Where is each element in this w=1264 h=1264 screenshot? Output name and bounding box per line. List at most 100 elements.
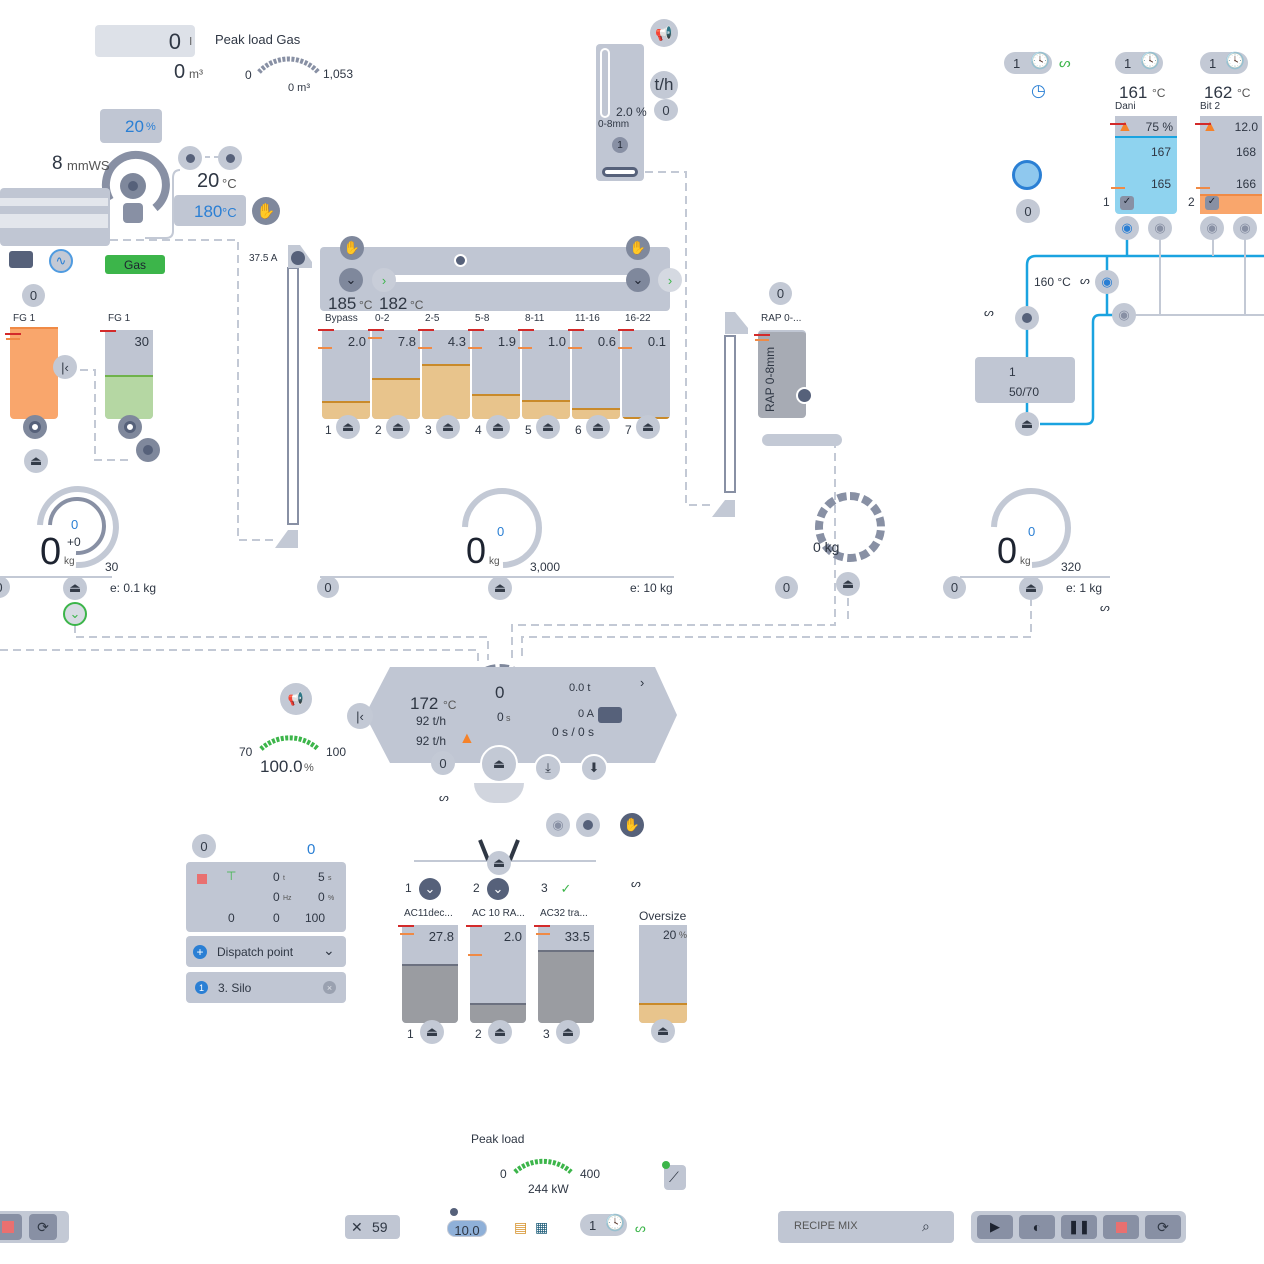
filler-scale-discharge[interactable]: ⏏ [63,576,87,600]
burner-setpoint-field[interactable]: 180 °C [174,195,246,226]
silo-discharge[interactable]: ⏏ [420,1020,444,1044]
bit-scale-left-btn[interactable]: 0 [943,576,966,599]
bitumen-clock-pill[interactable]: 1 🕓 [1004,52,1052,74]
silo-valve-1[interactable]: ◉ [546,813,570,837]
screen-next-icon[interactable]: › [658,268,682,292]
screen-chevron-icon[interactable]: ⌄ [626,268,650,292]
oversize-discharge[interactable]: ⏏ [651,1019,675,1043]
rap-vibrator[interactable] [796,387,813,404]
bin-discharge[interactable]: ⏏ [386,415,410,439]
report-icon[interactable]: ▤ [514,1219,528,1235]
oversize-bin[interactable]: 20 % [639,925,687,1023]
bit-scale-discharge[interactable]: ⏏ [1019,576,1043,600]
download-circle-icon[interactable]: ⬇ [580,754,608,782]
mixer-megaphone-icon[interactable]: 📢 [280,683,312,715]
level-value[interactable]: 10.0 [447,1220,487,1238]
filler-discharge-1[interactable]: ⏏ [24,449,48,473]
hot-bin[interactable]: 1.9 [472,330,520,419]
bitumen-discharge[interactable]: ⏏ [1015,412,1039,436]
screen-hand-left-icon[interactable]: ✋ [340,236,364,260]
filler-return-icon[interactable]: |‹ [53,355,77,379]
burner-percent-field[interactable]: 20 % [100,109,162,143]
silo-bin[interactable]: 2.0 [470,925,526,1023]
footer-clock-pill[interactable]: 1 🕓 [580,1214,627,1236]
stop-button[interactable] [1103,1215,1139,1239]
hot-bin[interactable]: 0.6 [572,330,620,419]
bitumen-valve-return[interactable]: ◉ [1112,303,1136,327]
dispatch-point-select[interactable]: + Dispatch point ⌄ [186,936,346,967]
silo-valve-2[interactable] [576,813,600,837]
warning-icon[interactable]: ▲ [1117,118,1133,135]
mixer-next-icon[interactable]: › [640,675,645,690]
pause-button[interactable]: ❚❚ [1061,1215,1097,1239]
silo-feed-discharge[interactable]: ⏏ [487,851,511,875]
hot-bin[interactable]: 2.0 [322,330,370,419]
rap-left-btn[interactable]: 0 [775,576,798,599]
recipe-search-input[interactable]: RECIPE MIX [794,1220,858,1232]
filler-screw-2[interactable] [118,415,142,439]
silo-select[interactable]: ⌄ [487,878,509,900]
drive-curve-icon[interactable]: ∿ [49,249,73,273]
silo-select[interactable]: ⌄ [419,878,441,900]
refresh-button[interactable]: ⟳ [1145,1215,1181,1239]
bin-discharge[interactable]: ⏏ [486,415,510,439]
elevator-drive-icon[interactable] [291,251,305,265]
burner-fan-icon[interactable] [120,173,146,199]
filler-silo-2[interactable]: 30 [105,330,153,419]
agg-scale-left-btn[interactable]: 0 [317,576,339,598]
play-button[interactable]: ▶ [977,1215,1013,1239]
warning-icon[interactable]: ▲ [459,730,475,747]
screen-forward-icon[interactable]: › [372,268,396,292]
silo-bin[interactable]: 33.5 [538,925,594,1023]
warning-icon[interactable]: ▲ [1202,118,1218,135]
schedule-clock-icon[interactable]: ◷ [1031,81,1046,100]
rate-unit-toggle[interactable]: t/h [650,71,678,99]
bin-discharge[interactable]: ⏏ [336,415,360,439]
check-icon[interactable]: ✓ [1205,196,1219,210]
rap-belt[interactable] [762,434,842,446]
silo-select[interactable]: ✓ [560,881,572,896]
bin-discharge[interactable]: ⏏ [536,415,560,439]
mixer-motor-icon[interactable] [598,707,622,723]
bin-discharge[interactable]: ⏏ [586,415,610,439]
tank-clock-pill[interactable]: 1🕓 [1115,52,1163,74]
check-icon[interactable]: ✓ [1120,196,1134,210]
hot-bin[interactable]: 0.1 [622,330,670,419]
manual-hand-icon[interactable]: ✋ [252,197,280,225]
heater-icon[interactable] [1012,160,1042,190]
download-icon[interactable]: ⤓ [534,754,562,782]
stop-button[interactable] [0,1214,22,1240]
mixer-discharge[interactable]: ⏏ [480,745,518,783]
bin-discharge[interactable]: ⏏ [636,415,660,439]
hot-bin[interactable]: 7.8 [372,330,420,419]
silo-bin[interactable]: 27.8 [402,925,458,1023]
feeder-bin[interactable]: 2.0 % 0-8mm 1 [596,44,647,181]
trend-chart-button[interactable]: ⟋ [662,1161,686,1190]
bitumen-pump[interactable] [1015,306,1039,330]
recipe-search[interactable]: RECIPE MIX ⌕ [778,1211,954,1243]
tank-valve[interactable]: ◉ [1233,216,1257,240]
silo-discharge[interactable]: ⏏ [556,1020,580,1044]
report-chart-icon[interactable]: ▦ [535,1219,549,1235]
rap-bin[interactable]: RAP 0-8mm [758,330,806,418]
temp-sensor-2[interactable] [218,146,242,170]
filler-scale-left-btn[interactable]: 0 [0,576,10,598]
drum-motor-icon[interactable] [9,251,33,268]
tools-button[interactable]: ✕ 59 [345,1215,400,1239]
selected-silo-chip[interactable]: 1 3. Silo × [186,972,346,1003]
temp-sensor-1[interactable] [178,146,202,170]
megaphone-icon[interactable]: 📢 [650,19,678,47]
tank-valve[interactable]: ◉ [1148,216,1172,240]
filler-silo-1[interactable] [10,327,58,419]
mixer-collapse-icon[interactable]: |‹ [347,703,373,729]
filler-blower-icon[interactable] [136,438,160,462]
filler-scale-valve-open[interactable]: ⌄ [63,602,87,626]
filler-screw-1[interactable] [23,415,47,439]
bitumen-valve-main[interactable]: ◉ [1095,270,1119,294]
remove-icon[interactable]: × [323,981,336,994]
hot-bin[interactable]: 4.3 [422,330,470,419]
tank-valve[interactable]: ◉ [1200,216,1224,240]
bitumen-tank-box[interactable]: 1 50/70 [975,357,1075,403]
